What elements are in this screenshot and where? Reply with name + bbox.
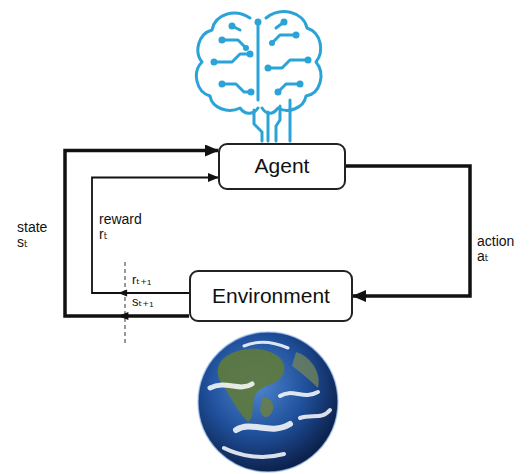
- signal-label: reward rₜ: [98, 212, 143, 243]
- boundary-arrowhead: [118, 312, 128, 320]
- time-boundary: [124, 262, 125, 345]
- process-box: Agent: [218, 143, 346, 190]
- brain-icon: [196, 12, 321, 141]
- process-box: Environment: [189, 270, 353, 322]
- next-step-signal: sₜ₊₁: [131, 295, 155, 309]
- box-label: Environment: [212, 284, 330, 308]
- earth-globe: [198, 332, 338, 472]
- next-step-signal: rₜ₊₁: [131, 273, 152, 287]
- boundary-arrowhead: [118, 290, 127, 297]
- signal-label: state sₜ: [16, 220, 48, 251]
- flow-arrow: [346, 166, 470, 296]
- signal-label: action aₜ: [476, 234, 515, 265]
- box-label: Agent: [255, 154, 310, 178]
- brain-nodes: [211, 19, 312, 96]
